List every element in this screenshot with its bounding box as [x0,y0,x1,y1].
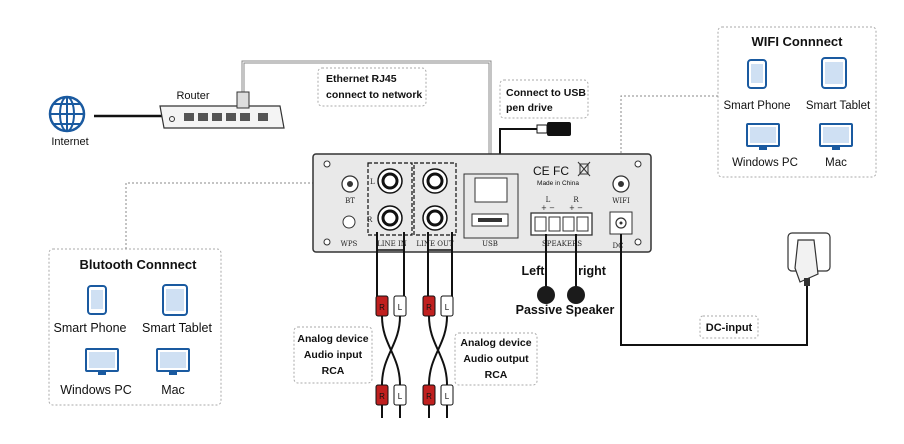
svg-text:L: L [445,392,450,401]
svg-text:R: R [426,392,432,401]
wps-button[interactable] [342,215,356,229]
weee-bin-icon [577,161,591,177]
mac-icon [156,348,190,375]
left-speaker-icon [537,286,555,304]
analog-out-line3: RCA [485,369,508,381]
router-label: Router [176,90,209,102]
analog-out-line1: Analog device [460,337,531,349]
line-out-l-jack[interactable] [422,168,448,194]
analog-in-line3: RCA [322,365,345,377]
rca-plug-white-icon: L [393,384,407,406]
fc-mark: FC [553,164,569,178]
wps-panel-label: WPS [341,240,358,248]
smart-phone-icon [747,59,767,89]
svg-text:L: L [445,303,450,312]
wifi-smart-tablet-label: Smart Tablet [806,100,871,112]
windows-pc-icon [85,348,119,375]
bt-title: Blutooth Connnect [80,257,198,272]
usb-note-line1: Connect to USB [506,87,586,99]
smart-tablet-icon [821,57,847,89]
usb-note-line2: pen drive [506,102,553,114]
spk-l-label: L [546,196,551,204]
right-speaker-icon [567,286,585,304]
amplifier-rear-panel [312,153,652,253]
spk-polarity-2: + − [569,204,583,212]
smart-phone-icon [87,285,107,315]
spk-polarity-1: + − [541,204,555,212]
power-adapter-icon [787,232,831,286]
ethernet-note-box [317,67,427,107]
dc-input-box [699,315,759,339]
usb-lan-block [463,173,519,239]
dc-panel-label: DC [613,242,624,250]
rca-plug-white-icon: L [393,295,407,317]
svg-text:R: R [379,303,385,312]
analog-output-box [454,332,538,386]
bt-panel-label: BT [345,197,355,205]
line-in-r-jack[interactable] [377,205,403,231]
wifi-windows-pc-label: Windows PC [732,157,798,169]
lan-port[interactable] [474,177,508,203]
speaker-terminal-block[interactable] [530,212,593,236]
made-in-label: Made in China [537,180,579,187]
line-out-r-jack[interactable] [422,205,448,231]
speakers-panel-label: SPEAKERS [542,240,582,248]
screw-icon [323,238,331,246]
analog-in-line1: Analog device [297,333,368,345]
wifi-smart-phone-label: Smart Phone [723,100,790,112]
ethernet-note-line1: Ethernet RJ45 [326,73,397,85]
ethernet-note-line2: connect to network [326,89,422,101]
internet-globe-icon [48,95,86,133]
svg-text:L: L [398,392,403,401]
windows-pc-icon [746,123,780,150]
svg-text:R: R [379,392,385,401]
wifi-link-line [620,95,718,176]
analog-in-line2: Audio input [304,349,363,361]
analog-input-box [293,326,373,384]
screw-icon [323,160,331,168]
wifi-title: WIFI Connnect [752,34,844,49]
bt-smart-phone-label: Smart Phone [54,321,127,335]
bt-link-line [125,182,335,249]
screw-icon [634,238,642,246]
rca-plug-white-icon: L [440,295,454,317]
line-in-l-jack[interactable] [377,168,403,194]
analog-out-line2: Audio output [463,353,529,365]
rca-plug-red-icon: R [422,295,436,317]
router-icon [159,105,285,129]
line-out-frame [413,162,457,236]
dc-input-label: DC-input [706,322,753,334]
bt-windows-pc-label: Windows PC [60,383,132,397]
usb-panel-label: USB [482,240,498,248]
line-in-frame [367,162,413,236]
wifi-mac-label: Mac [825,157,847,169]
mac-icon [819,123,853,150]
svg-text:R: R [426,303,432,312]
rca-plug-red-icon: R [375,384,389,406]
rca-plug-red-icon: R [422,384,436,406]
usb-drive-icon [536,122,571,136]
panel-r-label: R [367,216,373,224]
rca-plug-white-icon: L [440,384,454,406]
rca-plug-red-icon: R [375,295,389,317]
left-speaker-label: Left [522,264,546,278]
ce-mark: CE [533,164,550,178]
bt-mac-label: Mac [161,383,185,397]
bt-smart-tablet-label: Smart Tablet [142,321,212,335]
svg-text:L: L [398,303,403,312]
smart-tablet-icon [162,284,188,316]
dc-cable [620,234,808,346]
spk-r-label: R [573,196,579,204]
internet-label: Internet [51,136,88,148]
passive-speaker-label: Passive Speaker [516,303,615,317]
line-in-label: LINE IN [377,240,407,248]
screw-icon [634,160,642,168]
line-out-label: LINE OUT [416,240,454,248]
right-speaker-label: right [578,264,607,278]
usb-note-box [499,79,589,119]
wifi-panel-label: WIFI [612,197,630,205]
panel-l-label: L [370,178,375,186]
rj45-plug-icon [236,91,250,109]
